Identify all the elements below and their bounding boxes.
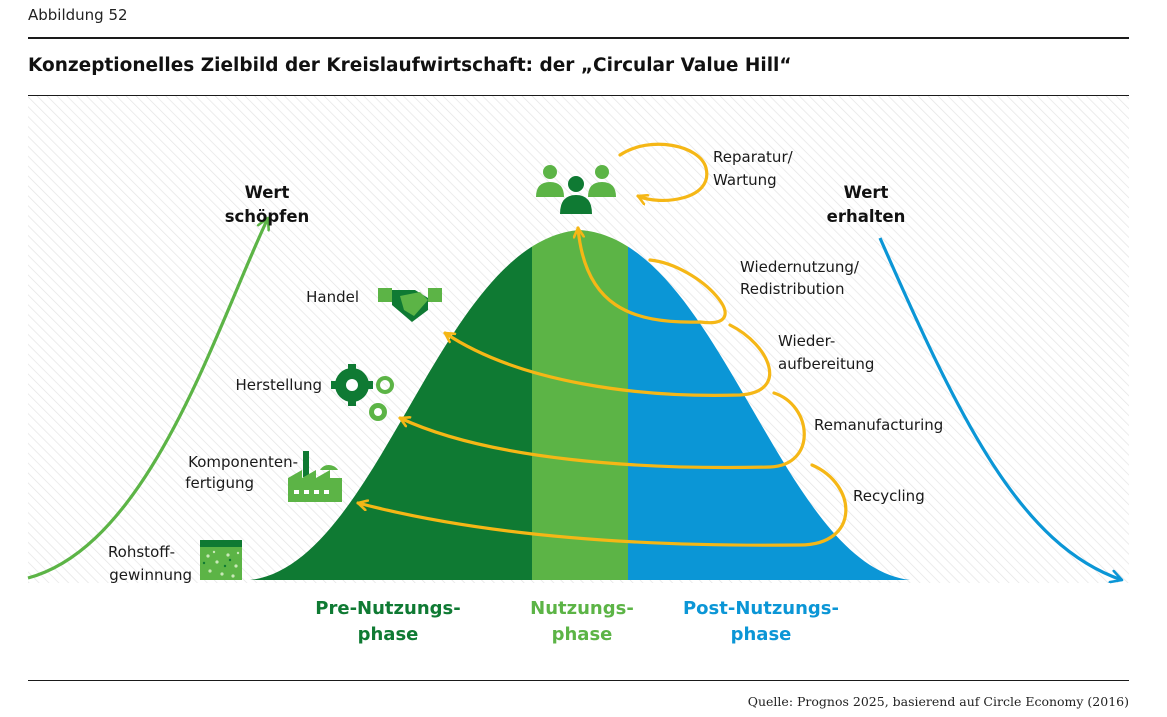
step-label-komponenten-line1: Komponenten-	[188, 453, 298, 471]
source-note: Quelle: Prognos 2025, basierend auf Circ…	[747, 694, 1129, 709]
loop-recycling	[356, 463, 848, 547]
value-retention-label-line1: Wert	[844, 183, 889, 202]
step-label-komponenten-line2: fertigung	[185, 474, 254, 492]
bottom-rule	[28, 680, 1129, 681]
handshake-icon	[378, 288, 442, 322]
top-rule	[28, 37, 1129, 39]
loop-label-recycling: Recycling	[853, 487, 925, 505]
loop-wiederaufbereitung	[443, 323, 772, 397]
phase-label-use-line2: phase	[552, 624, 613, 645]
step-label-handel: Handel	[306, 288, 359, 306]
phase-label-use-line1: Nutzungs-	[530, 598, 634, 619]
loop-label-reparatur-line2: Wartung	[713, 171, 777, 189]
loop-label-wiedernutzung-line1: Wiedernutzung/	[740, 258, 860, 276]
value-retention-label-line2: erhalten	[827, 207, 906, 226]
factory-icon	[288, 451, 342, 502]
step-label-rohstoff-line1: Rohstoff-	[108, 543, 175, 561]
value-retention-arrow	[878, 237, 1122, 580]
value-creation-label-line1: Wert	[245, 183, 290, 202]
use-area	[532, 230, 628, 580]
loop-reparatur	[618, 142, 709, 200]
soil-icon	[200, 540, 242, 580]
loop-remanufacturing	[398, 391, 806, 470]
loop-label-reparatur-line1: Reparatur/	[713, 148, 794, 166]
circular-loops	[356, 142, 848, 547]
phase-label-pre-line2: phase	[358, 624, 419, 645]
phase-label-post-line1: Post-Nutzungs-	[683, 598, 839, 619]
step-label-rohstoff-line2: gewinnung	[109, 566, 192, 584]
figure-label: Abbildung 52	[28, 6, 128, 24]
step-label-herstellung: Herstellung	[236, 376, 322, 394]
loop-wiedernutzung	[578, 226, 727, 325]
loop-label-wiedernutzung-line2: Redistribution	[740, 280, 844, 298]
loop-label-wiederaufbereitung-line2: aufbereitung	[778, 355, 874, 373]
phase-label-pre-line1: Pre-Nutzungs-	[315, 598, 460, 619]
loop-label-wiederaufbereitung-line1: Wieder-	[778, 332, 835, 350]
loop-label-remanufacturing: Remanufacturing	[814, 416, 943, 434]
title-rule	[28, 95, 1129, 96]
value-creation-arrow	[27, 218, 268, 580]
figure-title: Konzeptionelles Zielbild der Kreislaufwi…	[28, 55, 792, 76]
users-icon	[536, 165, 616, 214]
value-creation-label-line2: schöpfen	[225, 207, 310, 226]
gears-icon	[331, 364, 394, 421]
phase-label-post-line2: phase	[731, 624, 792, 645]
